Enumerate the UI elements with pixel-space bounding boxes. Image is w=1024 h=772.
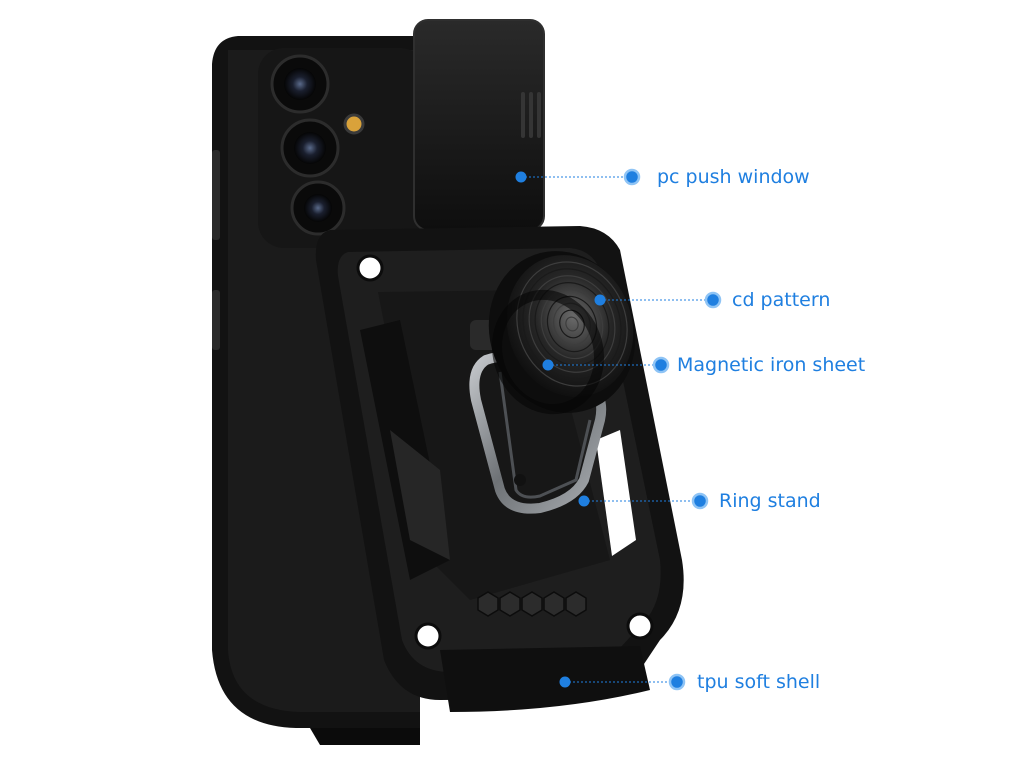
slide-grip-line <box>537 92 541 138</box>
label-magnetic-iron-sheet: Magnetic iron sheet <box>677 354 866 376</box>
cd-ring <box>565 316 579 332</box>
shell-bottom <box>310 728 420 745</box>
magnetic-iron-sheet-rim <box>491 289 605 415</box>
label-tpu-soft-shell: tpu soft shell <box>697 671 821 693</box>
corner-hole <box>414 622 442 650</box>
cd-pattern-rings <box>516 261 628 387</box>
camera-slide-cover <box>413 19 545 231</box>
tpu-bottom-edge <box>440 646 650 712</box>
callout-marker-ring-stand <box>691 492 709 510</box>
cd-ring <box>528 275 616 373</box>
slide-grip-line <box>521 92 525 138</box>
callout-marker-magnetic-iron-sheet <box>652 356 670 374</box>
label-pc-push-window: pc push window <box>657 166 810 188</box>
side-cutout <box>596 430 636 556</box>
callout-dot-tpu-soft-shell <box>559 676 571 688</box>
ring-inner-edge <box>498 371 592 499</box>
callout-dot-magnetic-iron-sheet <box>542 359 554 371</box>
callout-marker-tpu-soft-shell <box>668 673 686 691</box>
side-button <box>212 150 220 240</box>
cd-ring <box>534 282 610 366</box>
callout-marker-cd-pattern <box>704 291 722 309</box>
side-button-2 <box>212 290 220 350</box>
label-ring-stand: Ring stand <box>719 490 821 512</box>
camera-lens-glass <box>284 68 316 100</box>
camera-module <box>258 48 426 248</box>
callout-dot-ring-stand <box>578 495 590 507</box>
corner-hole <box>626 612 654 640</box>
callout-marker-pc-push-window <box>623 168 641 186</box>
magnetic-disc <box>488 251 636 415</box>
cd-ring <box>540 288 604 360</box>
label-cd-pattern: cd pattern <box>732 289 831 311</box>
honeycomb-grip <box>477 591 587 617</box>
corner-hole <box>356 254 384 282</box>
callout-dot-pc-push-window <box>515 171 527 183</box>
slide-cover-body <box>414 20 544 230</box>
callout-leaders <box>515 168 722 691</box>
flash-icon <box>343 113 365 135</box>
camera-lens-glass <box>294 132 326 164</box>
slide-grip-line <box>529 92 533 138</box>
ring-pivot <box>514 474 526 486</box>
camera-lens-glass <box>304 194 332 222</box>
callout-dot-cd-pattern <box>594 294 606 306</box>
armor-side-rib-highlight <box>390 430 450 560</box>
